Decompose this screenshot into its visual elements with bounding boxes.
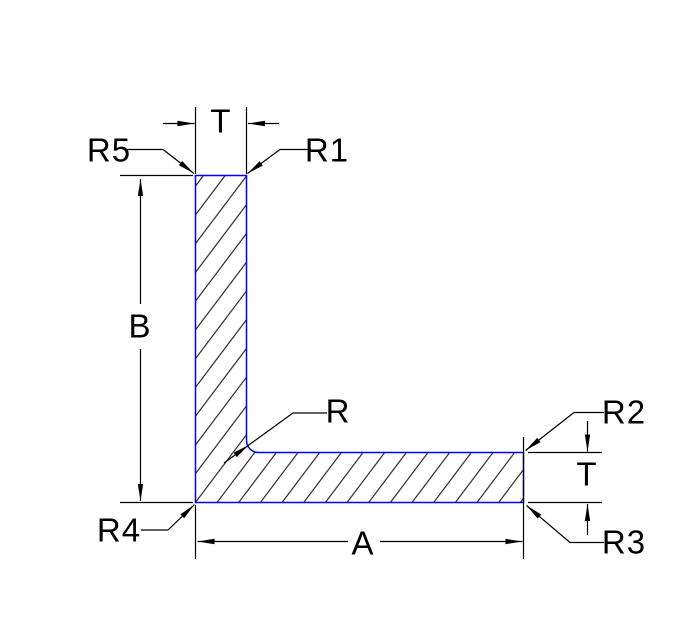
label-leg-width: A bbox=[351, 524, 375, 562]
label-r4: R4 bbox=[96, 511, 142, 549]
label-r5: R5 bbox=[86, 131, 132, 169]
leader-r2 bbox=[525, 411, 604, 451]
leader-r5 bbox=[127, 148, 195, 174]
leader-fillet-r bbox=[223, 412, 327, 464]
l-profile-section bbox=[194, 174, 525, 504]
leader-r3 bbox=[526, 505, 604, 544]
label-thickness-top: T bbox=[210, 102, 232, 140]
label-r1: R1 bbox=[304, 131, 350, 169]
dim-leg-height bbox=[120, 174, 193, 504]
label-leg-height: B bbox=[128, 307, 152, 345]
label-thickness-right: T bbox=[576, 455, 598, 493]
label-fillet-radius: R bbox=[325, 392, 351, 430]
dim-thickness-top bbox=[163, 107, 279, 174]
label-r3: R3 bbox=[601, 523, 647, 561]
leader-r4 bbox=[141, 504, 195, 531]
label-r2: R2 bbox=[601, 393, 647, 431]
dim-thickness-right bbox=[528, 421, 602, 535]
dim-leg-width bbox=[194, 437, 525, 559]
leader-r1 bbox=[247, 148, 311, 174]
